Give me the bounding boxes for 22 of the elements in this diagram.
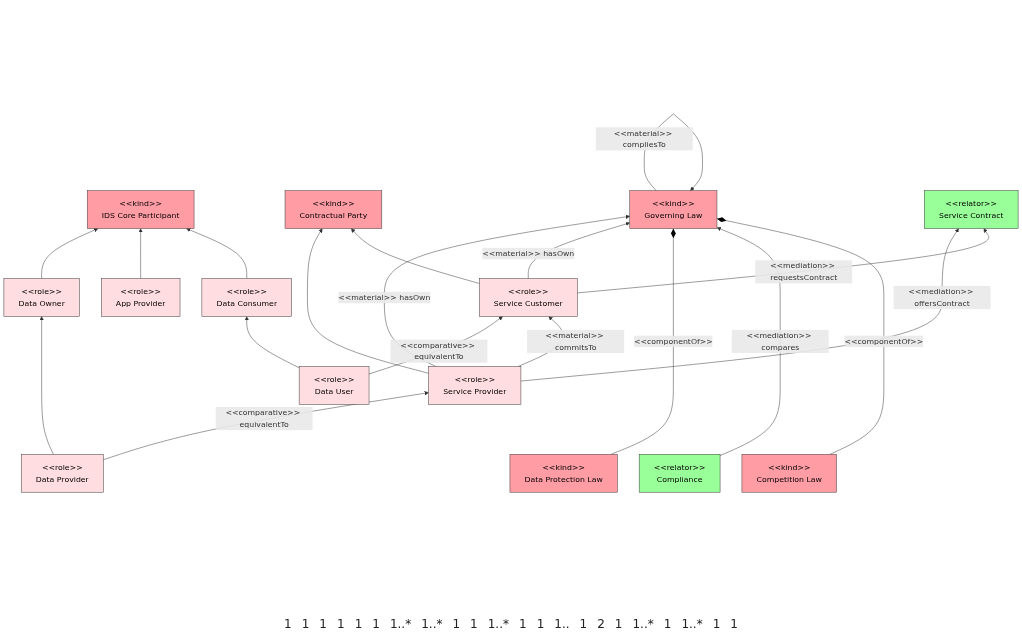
multiplicity-label: 1 (712, 617, 721, 631)
multiplicity-label: 1..* (632, 617, 654, 631)
multiplicity-label: 1 (372, 617, 380, 631)
multiplicity-label: 1 (319, 617, 327, 631)
multiplicity-label: 1 (519, 617, 527, 631)
multiplicity-label: 1 (301, 617, 310, 631)
multiplicity-label: 1..* (421, 617, 443, 631)
multiplicity-label: 1 (614, 617, 623, 631)
multiplicity-label: 1 (730, 617, 738, 631)
multiplicity-label: 1 (579, 617, 588, 631)
multiplicity-label: 1 (337, 617, 345, 631)
multiplicity-label: 1..* (389, 617, 412, 631)
multiplicity-label: 1 (536, 617, 545, 631)
multiplicity-label: 1..* (681, 617, 703, 631)
multiplicity-label: 2 (597, 617, 605, 631)
multiplicity-label: 1 (452, 617, 461, 631)
multiplicity-label: 1 (470, 617, 478, 631)
multiplicity-label: 1..* (487, 617, 509, 631)
multiplicity-label: 1 (663, 617, 672, 631)
multiplicity-label: 1 (354, 617, 363, 631)
multiplicity-label: 1 (284, 617, 292, 631)
multiplicity-label: 1.. (554, 617, 570, 631)
